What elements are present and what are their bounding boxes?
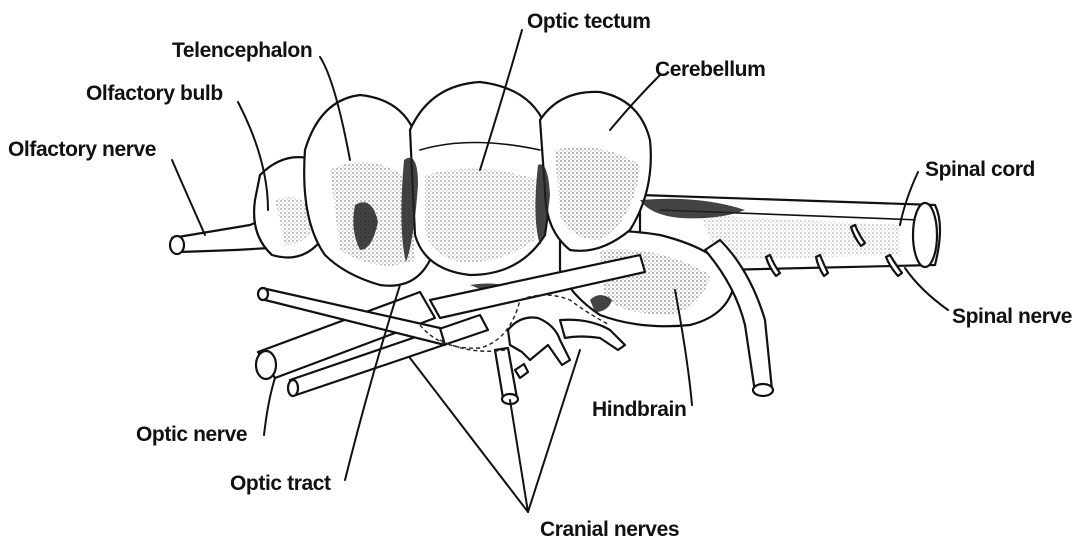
label-telencephalon: Telencephalon (172, 39, 312, 62)
label-cerebellum: Cerebellum (655, 58, 765, 81)
leader-optic-nerve (264, 378, 275, 435)
optic-tectum-shape (410, 82, 550, 275)
leader-olfactory-nerve (172, 160, 205, 235)
leader-spinal-nerve (905, 268, 948, 310)
label-optic-tectum: Optic tectum (527, 10, 651, 33)
label-spinal-nerve: Spinal nerve (952, 305, 1072, 328)
leader-cranial-nerves-3 (528, 350, 580, 512)
label-optic-nerve: Optic nerve (136, 423, 247, 446)
label-spinal-cord: Spinal cord (925, 158, 1035, 181)
label-cranial-nerves: Cranial nerves (540, 518, 679, 541)
label-olfactory-bulb: Olfactory bulb (86, 82, 223, 105)
label-hindbrain: Hindbrain (592, 398, 686, 421)
label-optic-tract: Optic tract (230, 472, 331, 495)
cerebellum-shape (540, 92, 651, 251)
label-olfactory-nerve: Olfactory nerve (8, 138, 156, 161)
leader-cranial-nerves-2 (510, 400, 528, 512)
